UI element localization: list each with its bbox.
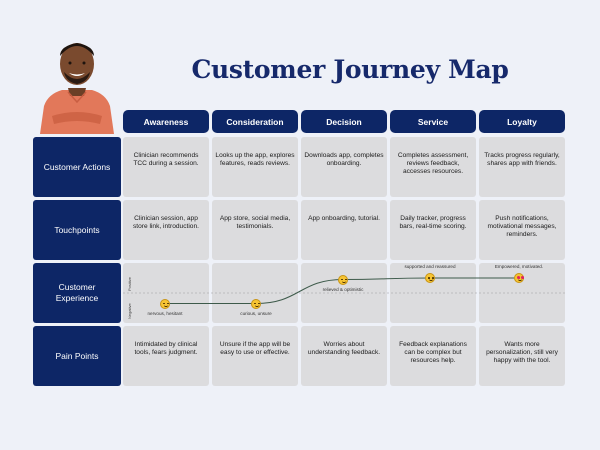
- customer-actions-service: Completes assessment, reviews feedback, …: [390, 137, 476, 197]
- page-title: Customer Journey Map: [191, 55, 509, 84]
- experience-label-service: supported and reassured: [404, 264, 456, 269]
- pain-points-decision: Worries about understanding feedback.: [301, 326, 387, 386]
- experience-label-decision: relieved & optimistic: [322, 286, 364, 292]
- touchpoints-decision: App onboarding, tutorial.: [301, 200, 387, 260]
- experience-cell-awareness: [123, 263, 209, 323]
- stage-header-loyalty: Loyalty: [479, 110, 565, 133]
- customer-actions-loyalty: Tracks progress regularly, shares app wi…: [479, 137, 565, 197]
- customer-actions-decision: Downloads app, completes onboarding.: [301, 137, 387, 197]
- row-header-touchpoints: Touchpoints: [33, 200, 121, 260]
- touchpoints-consideration: App store, social media, testimonials.: [212, 200, 298, 260]
- negative-axis-label: Negative: [127, 303, 132, 319]
- row-header-customer-experience: Customer Experience: [33, 263, 121, 323]
- experience-label-loyalty: Empowered, motivated.: [494, 264, 544, 269]
- experience-label-consideration: curious, unsure: [240, 310, 272, 316]
- smiling-face-icon: [425, 273, 435, 283]
- stage-header-decision: Decision: [301, 110, 387, 133]
- relieved-face-icon: [338, 274, 348, 285]
- touchpoints-loyalty: Push notifications, motivational message…: [479, 200, 565, 260]
- pain-points-consideration: Unsure if the app will be easy to use or…: [212, 326, 298, 386]
- pain-points-awareness: Intimidated by clinical tools, fears jud…: [123, 326, 209, 386]
- stage-header-service: Service: [390, 110, 476, 133]
- experience-band: Positive Negative nervous, hesitant curio…: [123, 263, 567, 323]
- pain-points-loyalty: Wants more personalization, still very h…: [479, 326, 565, 386]
- avatar: [38, 30, 116, 134]
- pain-points-service: Feedback explanations can be complex but…: [390, 326, 476, 386]
- row-header-customer-actions: Customer Actions: [33, 137, 121, 197]
- row-header-pain-points: Pain Points: [33, 326, 121, 386]
- stage-header-consideration: Consideration: [212, 110, 298, 133]
- positive-axis-label: Positive: [127, 276, 132, 291]
- touchpoints-awareness: Clinician session, app store link, intro…: [123, 200, 209, 260]
- heart-eyes-face-icon: [514, 273, 524, 283]
- customer-actions-awareness: Clinician recommends TCC during a sessio…: [123, 137, 209, 197]
- thinking-face-icon: [251, 298, 261, 309]
- touchpoints-service: Daily tracker, progress bars, real-time …: [390, 200, 476, 260]
- customer-actions-consideration: Looks up the app, explores features, rea…: [212, 137, 298, 197]
- nervous-face-icon: [160, 298, 170, 309]
- stage-header-awareness: Awareness: [123, 110, 209, 133]
- experience-label-awareness: nervous, hesitant: [147, 310, 183, 316]
